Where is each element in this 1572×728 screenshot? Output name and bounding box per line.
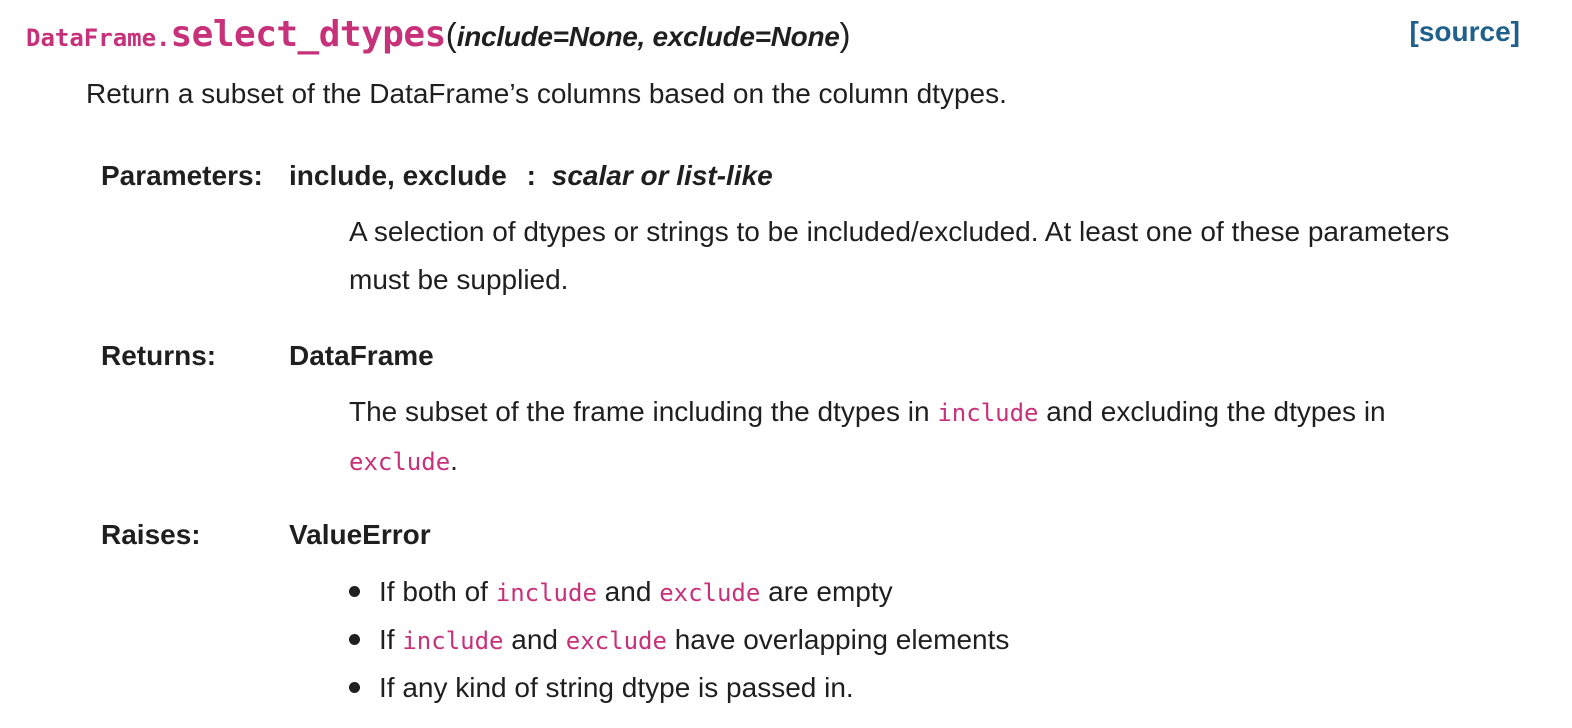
parameter-separator: : <box>526 160 536 191</box>
parameter-entry: include, exclude : scalar or list-like <box>289 160 773 192</box>
returns-text-2: and excluding the dtypes in <box>1038 396 1386 427</box>
raises-item-text: If both of <box>379 576 496 607</box>
returns-code-include: include <box>937 399 1039 427</box>
raises-item-text: and <box>503 624 566 655</box>
raises-item-code: exclude <box>659 579 761 607</box>
raises-item-text: have overlapping elements <box>666 624 1010 655</box>
returns-text-3: . <box>450 445 458 476</box>
returns-text-1: The subset of the frame including the dt… <box>349 396 938 427</box>
raises-item-code: exclude <box>565 627 667 655</box>
parameter-type: scalar or list-like <box>551 160 773 191</box>
open-paren: ( <box>445 16 457 53</box>
source-link[interactable]: [source] <box>1409 16 1520 47</box>
function-signature: DataFrame.select_dtypes(include=None, ex… <box>26 14 851 55</box>
function-args: include=None, exclude=None <box>456 21 840 52</box>
list-item: If any kind of string dtype is passed in… <box>349 664 1009 712</box>
raises-item-code: include <box>495 579 597 607</box>
raises-item-text: If any kind of string dtype is passed in… <box>379 672 854 703</box>
close-paren: ) <box>839 16 851 53</box>
returns-code-exclude: exclude <box>349 448 451 476</box>
raises-list: If both of include and exclude are empty… <box>349 568 1009 712</box>
list-item: If include and exclude have overlapping … <box>349 616 1009 664</box>
bullet-icon <box>349 634 360 645</box>
function-name: select_dtypes <box>170 14 447 55</box>
returns-description: The subset of the frame including the dt… <box>349 388 1509 486</box>
raises-type: ValueError <box>289 519 431 550</box>
list-item: If both of include and exclude are empty <box>349 568 1009 616</box>
raises-item-text: If <box>379 624 403 655</box>
bullet-icon <box>349 586 360 597</box>
raises-item-text: and <box>596 576 660 607</box>
parameter-description: A selection of dtypes or strings to be i… <box>349 216 1450 295</box>
returns-type: DataFrame <box>289 340 434 371</box>
raises-item-text: are empty <box>760 576 893 607</box>
bullet-icon <box>349 682 360 693</box>
parameters-label: Parameters: <box>101 160 263 191</box>
raises-label: Raises: <box>101 519 201 550</box>
class-prefix: DataFrame. <box>26 24 171 52</box>
parameter-name: include, exclude <box>289 160 507 191</box>
function-description: Return a subset of the DataFrame’s colum… <box>86 78 1007 109</box>
raises-item-code: include <box>402 627 504 655</box>
returns-label: Returns: <box>101 340 217 371</box>
